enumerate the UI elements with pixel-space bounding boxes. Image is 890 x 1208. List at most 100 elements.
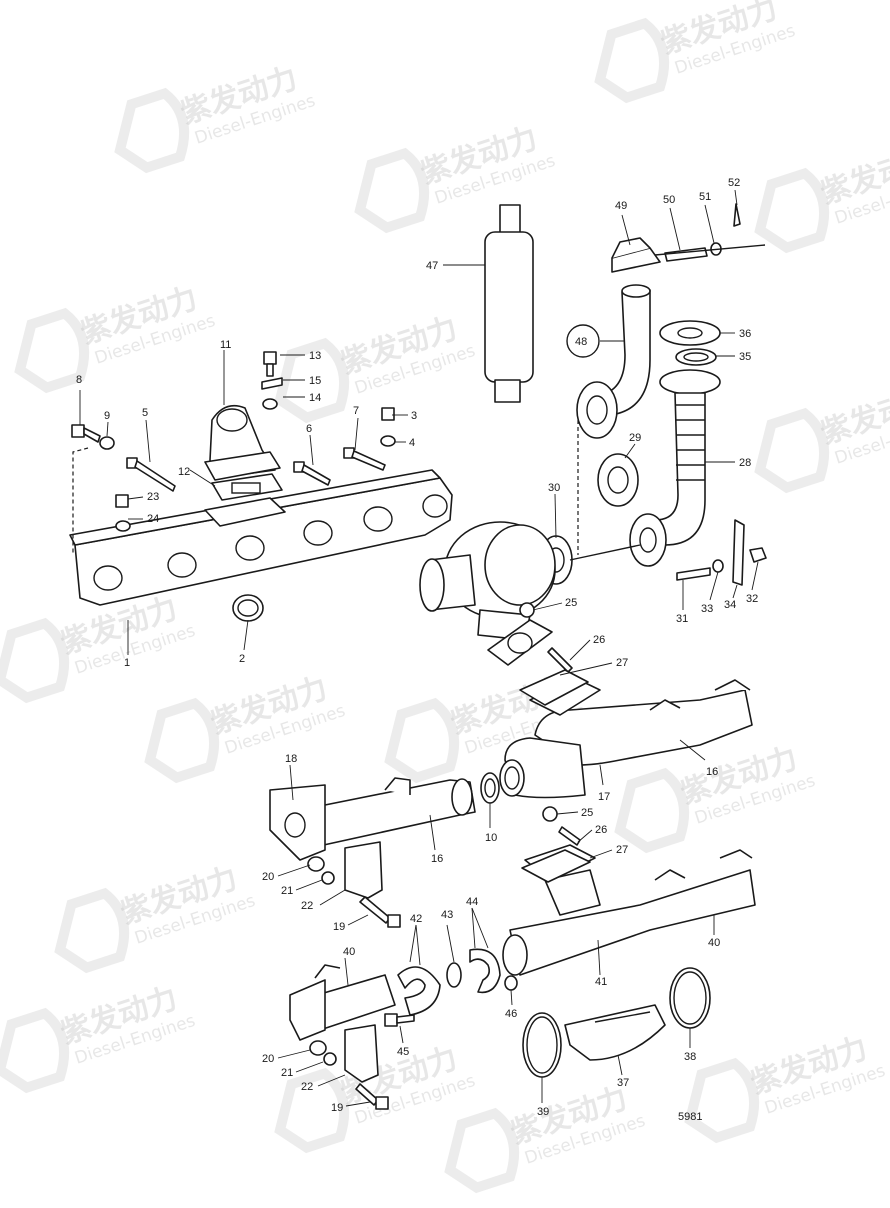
label-11: 11 (220, 339, 231, 351)
clamp-half-42 (397, 966, 441, 1016)
label-16-left: 16 (431, 853, 443, 865)
label-18: 18 (285, 753, 297, 765)
ring-10 (480, 772, 500, 804)
label-52: 52 (728, 177, 740, 189)
heat-shield (564, 1004, 666, 1061)
stud-26 (547, 647, 573, 673)
clamp-half-44 (469, 948, 501, 994)
label-13: 13 (309, 350, 321, 362)
lockwasher-15 (261, 377, 283, 390)
label-34: 34 (724, 599, 736, 611)
watermark-5: 紫发动力 Diesel-Engines (274, 311, 478, 424)
label-3: 3 (411, 410, 417, 422)
label-39: 39 (537, 1106, 549, 1118)
label-38: 38 (684, 1051, 696, 1063)
rod (664, 247, 708, 262)
drawing-number: 5981 (678, 1111, 702, 1123)
label-35: 35 (739, 351, 751, 363)
label-20-upper: 20 (262, 871, 274, 883)
watermark-1: 紫发动力 Diesel-Engines (114, 61, 318, 174)
bolt-8 (71, 424, 101, 443)
label-50: 50 (663, 194, 675, 206)
bolt-23 (115, 494, 129, 508)
label-48: 48 (575, 336, 587, 348)
watermark-8: 紫发动力 Diesel-Engines (144, 671, 348, 784)
washer-21-lower (323, 1052, 337, 1066)
clamp-34 (732, 519, 745, 586)
washer-4 (380, 435, 396, 447)
label-20-lower: 20 (262, 1053, 274, 1065)
label-14: 14 (309, 392, 321, 404)
gasket-27-lower (521, 849, 591, 883)
leader-lines (79, 189, 759, 1107)
washer-14 (262, 398, 278, 410)
label-40-left: 40 (343, 946, 355, 958)
label-29: 29 (629, 432, 641, 444)
assembly-line-bracket (654, 244, 766, 256)
label-4: 4 (409, 437, 415, 449)
watermark-4: 紫发动力 Diesel-Engines (14, 281, 218, 394)
label-24: 24 (147, 513, 159, 525)
spacer-20-lower (309, 1040, 327, 1056)
flange-36 (659, 320, 721, 346)
gasket-35 (675, 348, 717, 366)
nut-25-lower (542, 806, 558, 822)
label-22-lower: 22 (301, 1081, 313, 1093)
label-25-lower: 25 (581, 807, 593, 819)
bracket (611, 237, 661, 273)
label-27-upper: 27 (616, 657, 628, 669)
label-2: 2 (239, 653, 245, 665)
label-28: 28 (739, 457, 751, 469)
seal-ring (232, 594, 264, 622)
label-48-circle: 48 (566, 324, 600, 358)
watermark-12: 紫发动力 Diesel-Engines (0, 981, 198, 1094)
label-10: 10 (485, 832, 497, 844)
stud-31 (676, 567, 711, 581)
label-8: 8 (76, 374, 82, 386)
exhaust-pipe-48 (576, 284, 651, 439)
turbocharger (419, 521, 556, 641)
label-26-upper: 26 (593, 634, 605, 646)
part-labels: 1 2 3 4 5 6 7 8 9 10 11 12 13 14 15 16 1… (76, 177, 758, 1123)
label-22-upper: 22 (301, 900, 313, 912)
label-30: 30 (548, 482, 560, 494)
label-51: 51 (699, 191, 711, 203)
manifold-section-upper-right (529, 677, 753, 766)
label-15: 15 (309, 375, 321, 387)
bolt-13 (263, 351, 277, 377)
bolt-19-lower (355, 1083, 389, 1110)
watermark-11: 紫发动力 Diesel-Engines (54, 861, 258, 974)
nut-32 (749, 547, 767, 563)
label-49: 49 (615, 200, 627, 212)
assembly-line-left (72, 447, 89, 555)
label-40-right: 40 (708, 937, 720, 949)
bracket-22-upper (344, 841, 383, 899)
manifold-section-upper-left (269, 777, 476, 861)
label-9: 9 (104, 410, 110, 422)
label-43: 43 (441, 909, 453, 921)
label-42: 42 (410, 913, 422, 925)
label-19-upper: 19 (333, 921, 345, 933)
label-32: 32 (746, 593, 758, 605)
label-23: 23 (147, 491, 159, 503)
watermark-16: 紫发动力 Diesel-Engines (754, 141, 890, 254)
label-37: 37 (617, 1077, 629, 1089)
bolt-45 (384, 1013, 415, 1027)
manifold-elbow (204, 404, 281, 481)
label-12: 12 (178, 466, 190, 478)
manifold-section-lower-left (289, 964, 396, 1041)
label-46: 46 (505, 1008, 517, 1020)
label-7: 7 (353, 405, 359, 417)
label-6: 6 (306, 423, 312, 435)
bolt-19-upper (359, 896, 401, 928)
flange-29 (597, 453, 639, 507)
watermark-3: 紫发动力 Diesel-Engines (594, 0, 798, 104)
stud-26-lower (558, 826, 581, 846)
label-47: 47 (426, 260, 438, 272)
hose-clamp-39 (522, 1012, 562, 1078)
label-36: 36 (739, 328, 751, 340)
stud-5 (126, 457, 176, 492)
silencer (484, 204, 534, 403)
washer-9 (99, 436, 115, 450)
bolt-3 (381, 407, 395, 421)
